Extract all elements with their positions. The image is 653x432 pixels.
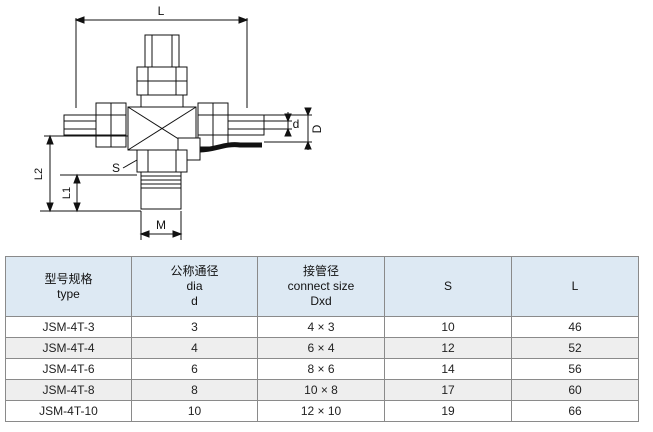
- cell-s: 14: [384, 358, 512, 380]
- table-row: JSM-4T-10 10 12 × 10 19 66: [5, 400, 639, 422]
- table-row: JSM-4T-6 6 8 × 6 14 56: [5, 358, 639, 380]
- table-header-row: 型号规格 type 公称通径 dia d 接管径 connect size Dx…: [5, 256, 639, 317]
- cell-type: JSM-4T-6: [5, 358, 132, 380]
- cell-s: 12: [384, 337, 512, 359]
- cell-l: 56: [511, 358, 639, 380]
- cell-l: 66: [511, 400, 639, 422]
- header-connect-size: 接管径 connect size Dxd: [257, 256, 385, 317]
- cell-type: JSM-4T-3: [5, 316, 132, 338]
- dim-label-L2: L2: [33, 168, 45, 180]
- cell-connect-size: 8 × 6: [257, 358, 385, 380]
- cell-dia: 10: [131, 400, 258, 422]
- header-type: 型号规格 type: [5, 256, 132, 317]
- cell-connect-size: 10 × 8: [257, 379, 385, 401]
- cell-dia: 6: [131, 358, 258, 380]
- cell-l: 60: [511, 379, 639, 401]
- dim-label-D: D: [310, 124, 324, 133]
- cell-dia: 4: [131, 337, 258, 359]
- table-row: JSM-4T-4 4 6 × 4 12 52: [5, 337, 639, 359]
- dim-label-M: M: [156, 218, 166, 232]
- header-s: S: [384, 256, 512, 317]
- table-row: JSM-4T-8 8 10 × 8 17 60: [5, 379, 639, 401]
- cell-type: JSM-4T-8: [5, 379, 132, 401]
- cell-l: 52: [511, 337, 639, 359]
- cell-dia: 8: [131, 379, 258, 401]
- dim-label-L: L: [158, 4, 165, 18]
- cell-s: 10: [384, 316, 512, 338]
- header-l: L: [511, 256, 639, 317]
- cell-type: JSM-4T-10: [5, 400, 132, 422]
- cell-s: 17: [384, 379, 512, 401]
- cell-l: 46: [511, 316, 639, 338]
- cell-connect-size: 12 × 10: [257, 400, 385, 422]
- header-dia: 公称通径 dia d: [131, 256, 258, 317]
- table-row: JSM-4T-3 3 4 × 3 10 46: [5, 316, 639, 338]
- cell-s: 19: [384, 400, 512, 422]
- cell-connect-size: 4 × 3: [257, 316, 385, 338]
- spec-table: 型号规格 type 公称通径 dia d 接管径 connect size Dx…: [5, 256, 639, 422]
- cell-dia: 3: [131, 316, 258, 338]
- cell-type: JSM-4T-4: [5, 337, 132, 359]
- cell-connect-size: 6 × 4: [257, 337, 385, 359]
- dim-label-d: d: [293, 117, 300, 131]
- dim-label-S: S: [112, 161, 120, 175]
- fitting-technical-drawing: L d D L2 L1 S M: [33, 4, 324, 240]
- dim-label-L1: L1: [61, 187, 73, 199]
